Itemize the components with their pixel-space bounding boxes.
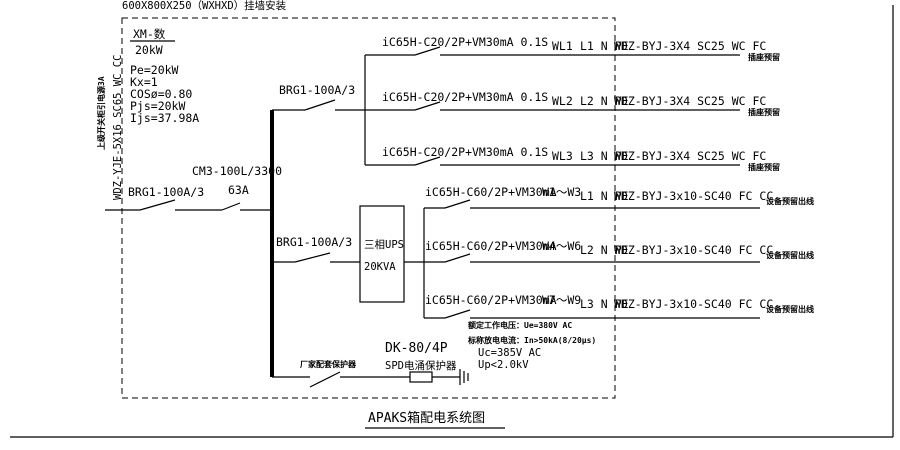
circuit-ups-1-id: W1～W3 [542,185,581,199]
circuit-top-1-id: WL1 [552,39,573,53]
circuit-top-1-phase: L1 N PE [580,39,629,53]
circuit-ups-1: iC65H-C60/2P+VM30mA W1～W3 L1 N PE WDZ-BY… [424,185,814,209]
circuit-ups-2: iC65H-C60/2P+VM30mA W4～W6 L2 N PE WDZ-BY… [424,239,814,263]
circuit-ups-2-cable: WDZ-BYJ-3x10-SC40 FC CC [614,243,773,257]
spd-model: DK-80/4P [385,341,448,356]
circuit-top-1-blade [414,46,441,56]
circuit-ups-1-blade [444,199,471,209]
circuit-top-1: iC65H-C20/2P+VM30mA 0.1S WL1 L1 N PE WDZ… [365,35,780,62]
circuit-ups-1-phase: L1 N PE [580,189,629,203]
branch1-breaker-blade [304,99,336,111]
branch2-breaker-label: BRG1-100A/3 [276,235,352,249]
circuit-ups-3-blade [444,309,471,319]
main-breaker-label: BRG1-100A/3 [128,185,204,199]
circuit-top-1-breaker: iC65H-C20/2P+VM30mA 0.1S [382,35,548,49]
ups-box [359,205,405,303]
circuit-top-3-cable: WDZ-BYJ-3X4 SC25 WC FC [614,149,766,163]
spd-spec-ue: 额定工作电压：Ue=380V AC [468,320,572,330]
circuit-ups-3-phase: L3 N PE [580,297,629,311]
circuit-ups-3-load: 设备预留出线 [766,304,814,314]
main-switch-rating: 63A [228,183,249,197]
spd-vendor-label: 厂家配套保护器 [300,359,357,369]
circuit-ups-3: iC65H-C60/2P+VM30mA W7～W9 L3 N PE WDZ-BY… [424,293,814,319]
calc-pe: Pe=20kW [130,63,179,77]
ups-label-2: 20KVA [364,261,396,273]
circuit-top-3-phase: L3 N PE [580,149,629,163]
branch1-breaker-label: BRG1-100A/3 [279,83,355,97]
circuit-ups-3-cable: WDZ-BYJ-3x10-SC40 FC CC [614,297,773,311]
calc-ijs: Ijs=37.98A [130,111,199,125]
circuit-ups-1-load: 设备预留出线 [766,196,814,206]
calc-kx: Kx=1 [130,75,158,89]
circuit-top-2: iC65H-C20/2P+VM30mA 0.1S WL2 L2 N PE WDZ… [365,90,780,117]
calc-pjs: Pjs=20kW [130,99,185,113]
circuit-ups-2-phase: L2 N PE [580,243,629,257]
circuit-top-1-load: 插座预留 [748,52,780,62]
circuit-ups-1-breaker: iC65H-C60/2P+VM30mA [425,185,557,199]
incoming-cable: WDZ-YJE-5X16 SC65 WC CC [112,55,124,200]
circuit-ups-1-cable: WDZ-BYJ-3x10-SC40 FC CC [614,189,773,203]
circuit-ups-2-id: W4～W6 [542,239,581,253]
spd-spec-uc: Uc=385V AC [478,347,541,359]
spd-spec-in: 标称放电电流：In>50kA(8/20μs) [467,335,596,345]
spd-protector-blade [309,371,341,388]
calc-cos: COSø=0.80 [130,87,192,101]
circuit-ups-2-blade [444,253,471,263]
circuit-top-2-breaker: iC65H-C20/2P+VM30mA 0.1S [382,90,548,104]
circuit-top-3-blade [414,156,441,166]
spd-spec-up: Up<2.0kV [478,359,529,371]
circuit-top-2-phase: L2 N PE [580,94,629,108]
cabinet-id: XM-数 [133,27,166,41]
main-switch-blade [221,202,241,211]
circuit-ups-2-load: 设备预留出线 [766,250,814,260]
circuit-top-1-cable: WDZ-BYJ-3X4 SC25 WC FC [614,39,766,53]
circuit-top-2-load: 插座预留 [748,107,780,117]
diagram-title: APAKS箱配电系统图 [368,410,485,426]
circuit-top-2-blade [414,101,441,111]
main-breaker-blade [139,199,176,211]
circuit-top-2-cable: WDZ-BYJ-3X4 SC25 WC FC [614,94,766,108]
circuit-ups-2-breaker: iC65H-C60/2P+VM30mA [425,239,557,253]
circuit-ups-3-breaker: iC65H-C60/2P+VM30mA [425,293,557,307]
circuit-top-3-load: 插座预留 [748,162,780,172]
main-switch-label: CM3-100L/3300 [192,164,282,178]
cabinet-power: 20kW [135,43,163,57]
branch2-breaker-blade [294,252,331,263]
spd-device [409,371,433,383]
ups-label-1: 三相UPS [364,238,404,251]
spd-name: SPD电涌保护器 [385,359,457,372]
cabinet-note: 600X800X250（WXHXD）挂墙安装 [122,0,287,12]
circuit-top-2-id: WL2 [552,94,573,108]
circuit-ups-3-id: W7～W9 [542,293,581,307]
circuit-top-3-breaker: iC65H-C20/2P+VM30mA 0.1S [382,145,548,159]
circuit-top-3-id: WL3 [552,149,573,163]
incoming-note: 上级开关柜引电源3A [96,76,106,150]
circuit-top-3: iC65H-C20/2P+VM30mA 0.1S WL3 L3 N PE WDZ… [365,145,780,172]
